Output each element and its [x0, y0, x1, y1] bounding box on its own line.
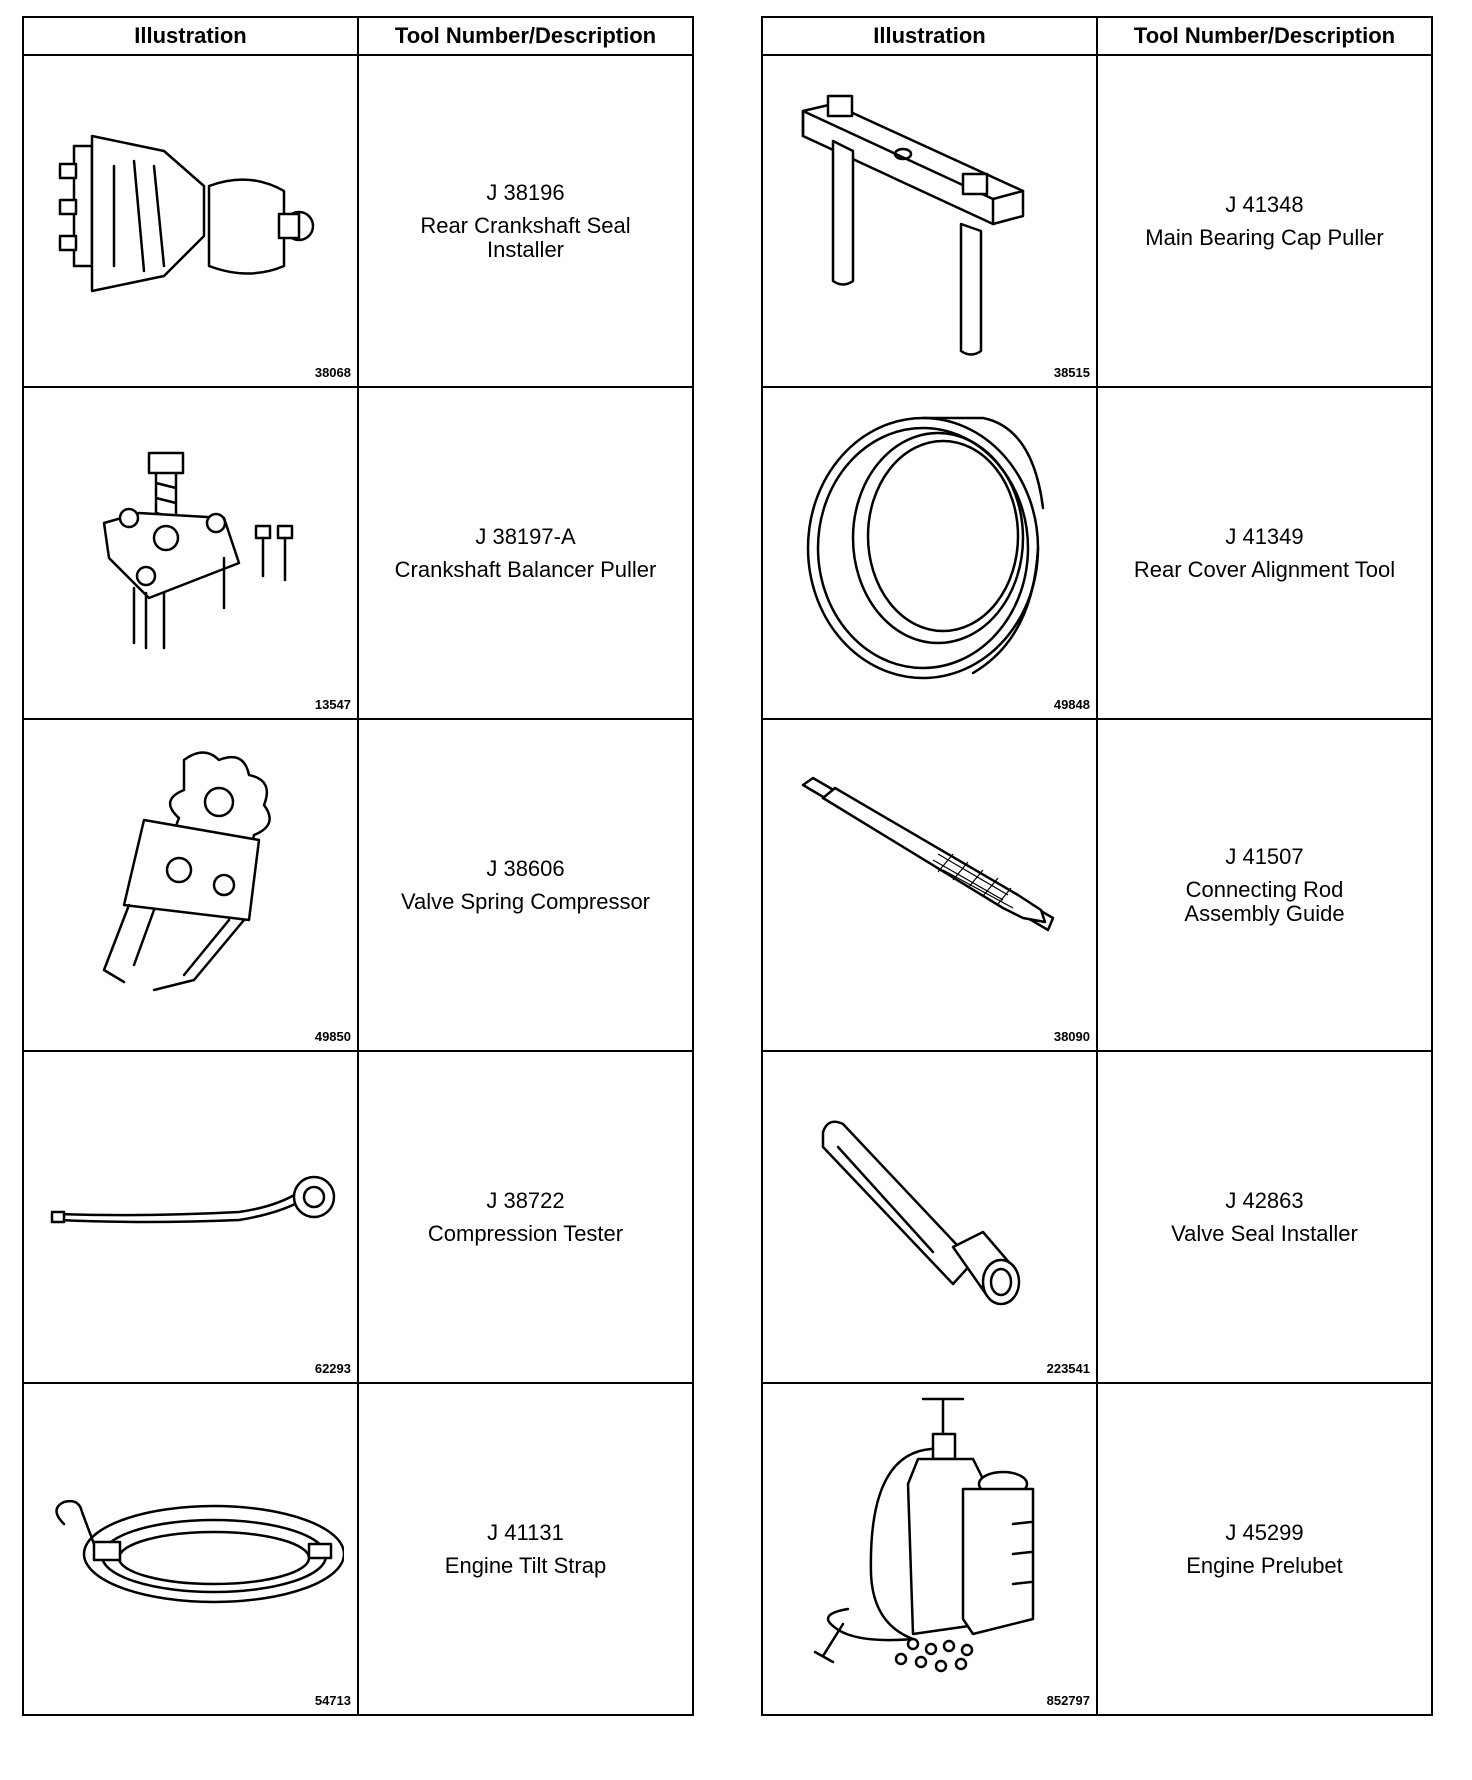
tool-description: Rear Crankshaft Seal Installer — [420, 213, 631, 262]
seal-installer-illustration — [58, 134, 315, 293]
table-row: 38515 J 41348 Main Bearing Cap Puller — [761, 54, 1433, 388]
table-row: 223541 J 42863 Valve Seal Installer — [761, 1050, 1433, 1384]
description-cell: J 38606 Valve Spring Compressor — [357, 718, 694, 1052]
description-cell: J 41507 Connecting Rod Assembly Guide — [1096, 718, 1433, 1052]
tool-description: Compression Tester — [427, 1221, 624, 1246]
tool-description: Crankshaft Balancer Puller — [394, 557, 657, 582]
tool-number: J 41507 — [1225, 844, 1304, 869]
valve-spring-compressor-illustration — [102, 751, 271, 992]
table-row: 852797 J 45299 Engine Prelubet — [761, 1382, 1433, 1716]
table-row: 38068 J 38196 Rear Crankshaft Seal Insta… — [22, 54, 694, 388]
illustration-cell: 54713 — [22, 1382, 359, 1716]
header-tool: Tool Number/Description — [357, 16, 694, 56]
tool-description: Rear Cover Alignment Tool — [1133, 557, 1396, 582]
tool-number: J 38196 — [486, 180, 565, 205]
description-cell: J 41348 Main Bearing Cap Puller — [1096, 54, 1433, 388]
figure-number: 223541 — [1046, 1361, 1090, 1376]
header-row: Illustration Tool Number/Description — [761, 16, 1433, 56]
figure-number: 852797 — [1046, 1693, 1090, 1708]
description-cell: J 45299 Engine Prelubet — [1096, 1382, 1433, 1716]
table-row: 49848 J 41349 Rear Cover Alignment Tool — [761, 386, 1433, 720]
illustration-cell: 13547 — [22, 386, 359, 720]
table-row: 13547 J 38197-A Crankshaft Balancer Pull… — [22, 386, 694, 720]
header-illustration: Illustration — [22, 16, 359, 56]
illustration-cell: 38515 — [761, 54, 1098, 388]
tool-number: J 38606 — [486, 856, 565, 881]
description-cell: J 41349 Rear Cover Alignment Tool — [1096, 386, 1433, 720]
tool-description: Valve Seal Installer — [1171, 1221, 1358, 1246]
illustration-cell: 38068 — [22, 54, 359, 388]
description-cell: J 38197-A Crankshaft Balancer Puller — [357, 386, 694, 720]
tool-number: J 38722 — [486, 1188, 565, 1213]
figure-number: 49848 — [1053, 697, 1090, 712]
illustration-cell: 38090 — [761, 718, 1098, 1052]
description-cell: J 38196 Rear Crankshaft Seal Installer — [357, 54, 694, 388]
description-cell: J 42863 Valve Seal Installer — [1096, 1050, 1433, 1384]
tool-table-right: Illustration Tool Number/Description 385… — [761, 16, 1433, 1716]
figure-number: 49850 — [314, 1029, 351, 1044]
illustration-cell: 62293 — [22, 1050, 359, 1384]
tool-description: Main Bearing Cap Puller — [1145, 225, 1384, 250]
tool-description: Engine Prelubet — [1186, 1553, 1343, 1578]
illustration-cell: 223541 — [761, 1050, 1098, 1384]
tool-number: J 45299 — [1225, 1520, 1304, 1545]
tool-number: J 38197-A — [475, 524, 576, 549]
connecting-rod-guide-illustration — [801, 776, 1055, 932]
description-cell: J 41131 Engine Tilt Strap — [357, 1382, 694, 1716]
tool-number: J 41349 — [1225, 524, 1304, 549]
bearing-cap-puller-illustration — [801, 94, 1025, 356]
tool-description: Engine Tilt Strap — [444, 1553, 607, 1578]
figure-number: 62293 — [314, 1361, 351, 1376]
table-row: 38090 J 41507 Connecting Rod Assembly Gu… — [761, 718, 1433, 1052]
valve-seal-installer-illustration — [821, 1120, 1021, 1306]
header-tool: Tool Number/Description — [1096, 16, 1433, 56]
figure-number: 13547 — [314, 697, 351, 712]
illustration-cell: 49850 — [22, 718, 359, 1052]
header-illustration: Illustration — [761, 16, 1098, 56]
illustration-cell: 852797 — [761, 1382, 1098, 1716]
tool-number: J 41131 — [487, 1520, 564, 1545]
table-row: 54713 J 41131 Engine Tilt Strap — [22, 1382, 694, 1716]
figure-number: 38090 — [1053, 1029, 1090, 1044]
compression-tester-illustration — [50, 1175, 336, 1224]
engine-prelubet-illustration — [813, 1397, 1035, 1673]
figure-number: 54713 — [314, 1693, 351, 1708]
tool-description: Connecting Rod Assembly Guide — [1184, 877, 1345, 926]
description-cell: J 38722 Compression Tester — [357, 1050, 694, 1384]
table-row: 49850 J 38606 Valve Spring Compressor — [22, 718, 694, 1052]
figure-number: 38068 — [314, 365, 351, 380]
figure-number: 38515 — [1053, 365, 1090, 380]
tool-table-left: Illustration Tool Number/Description 380… — [22, 16, 694, 1716]
tool-description: Valve Spring Compressor — [400, 889, 651, 914]
illustration-cell: 49848 — [761, 386, 1098, 720]
header-row: Illustration Tool Number/Description — [22, 16, 694, 56]
rear-cover-alignment-tool-illustration — [806, 416, 1045, 680]
balancer-puller-illustration — [102, 451, 294, 650]
table-row: 62293 J 38722 Compression Tester — [22, 1050, 694, 1384]
tilt-strap-illustration — [55, 1499, 344, 1604]
tool-number: J 41348 — [1225, 192, 1304, 217]
tool-number: J 42863 — [1225, 1188, 1304, 1213]
